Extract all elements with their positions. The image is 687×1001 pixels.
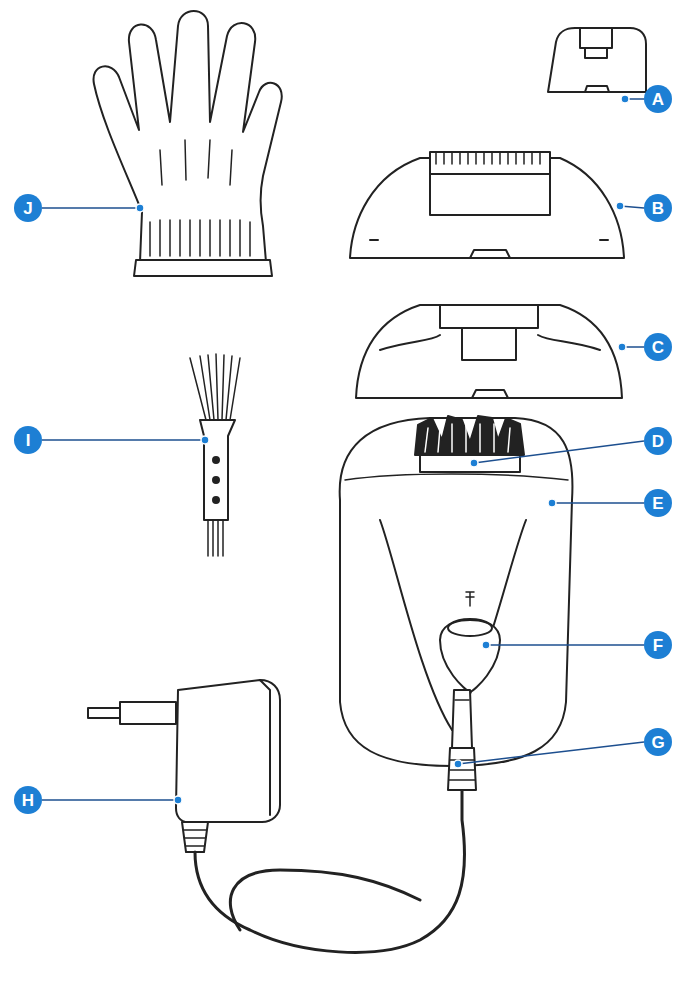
callout-letter: H: [14, 786, 42, 814]
callout-letter: D: [644, 427, 672, 455]
callout-letter: F: [644, 631, 672, 659]
callout-text: E: [652, 495, 663, 512]
cap-c: [356, 305, 622, 398]
callout-text: D: [652, 433, 664, 450]
glove-cuff: [134, 260, 272, 276]
callout-text: J: [23, 200, 32, 217]
callout-letter: I: [14, 426, 42, 454]
mains-adapter: [176, 680, 280, 822]
callout-letter: G: [644, 728, 672, 756]
callout-text: C: [652, 339, 664, 356]
callout-text: B: [652, 200, 664, 217]
callout-letter: J: [14, 194, 42, 222]
epilator-brush: [415, 416, 524, 455]
callout-text: A: [652, 91, 664, 108]
callout-text: I: [26, 432, 31, 449]
switch-button: [440, 619, 500, 692]
callout-letter: E: [644, 489, 672, 517]
callout-text: H: [22, 792, 34, 809]
epilator-body: [340, 418, 573, 766]
cap-a: [548, 28, 646, 92]
callout-letter: A: [644, 85, 672, 113]
callout-letter: B: [644, 194, 672, 222]
cable: [195, 790, 465, 952]
callout-text: G: [651, 734, 664, 751]
cleaning-brush: [200, 420, 235, 520]
glove: [94, 11, 282, 262]
callout-letter: C: [644, 333, 672, 361]
callout-text: F: [653, 637, 663, 654]
